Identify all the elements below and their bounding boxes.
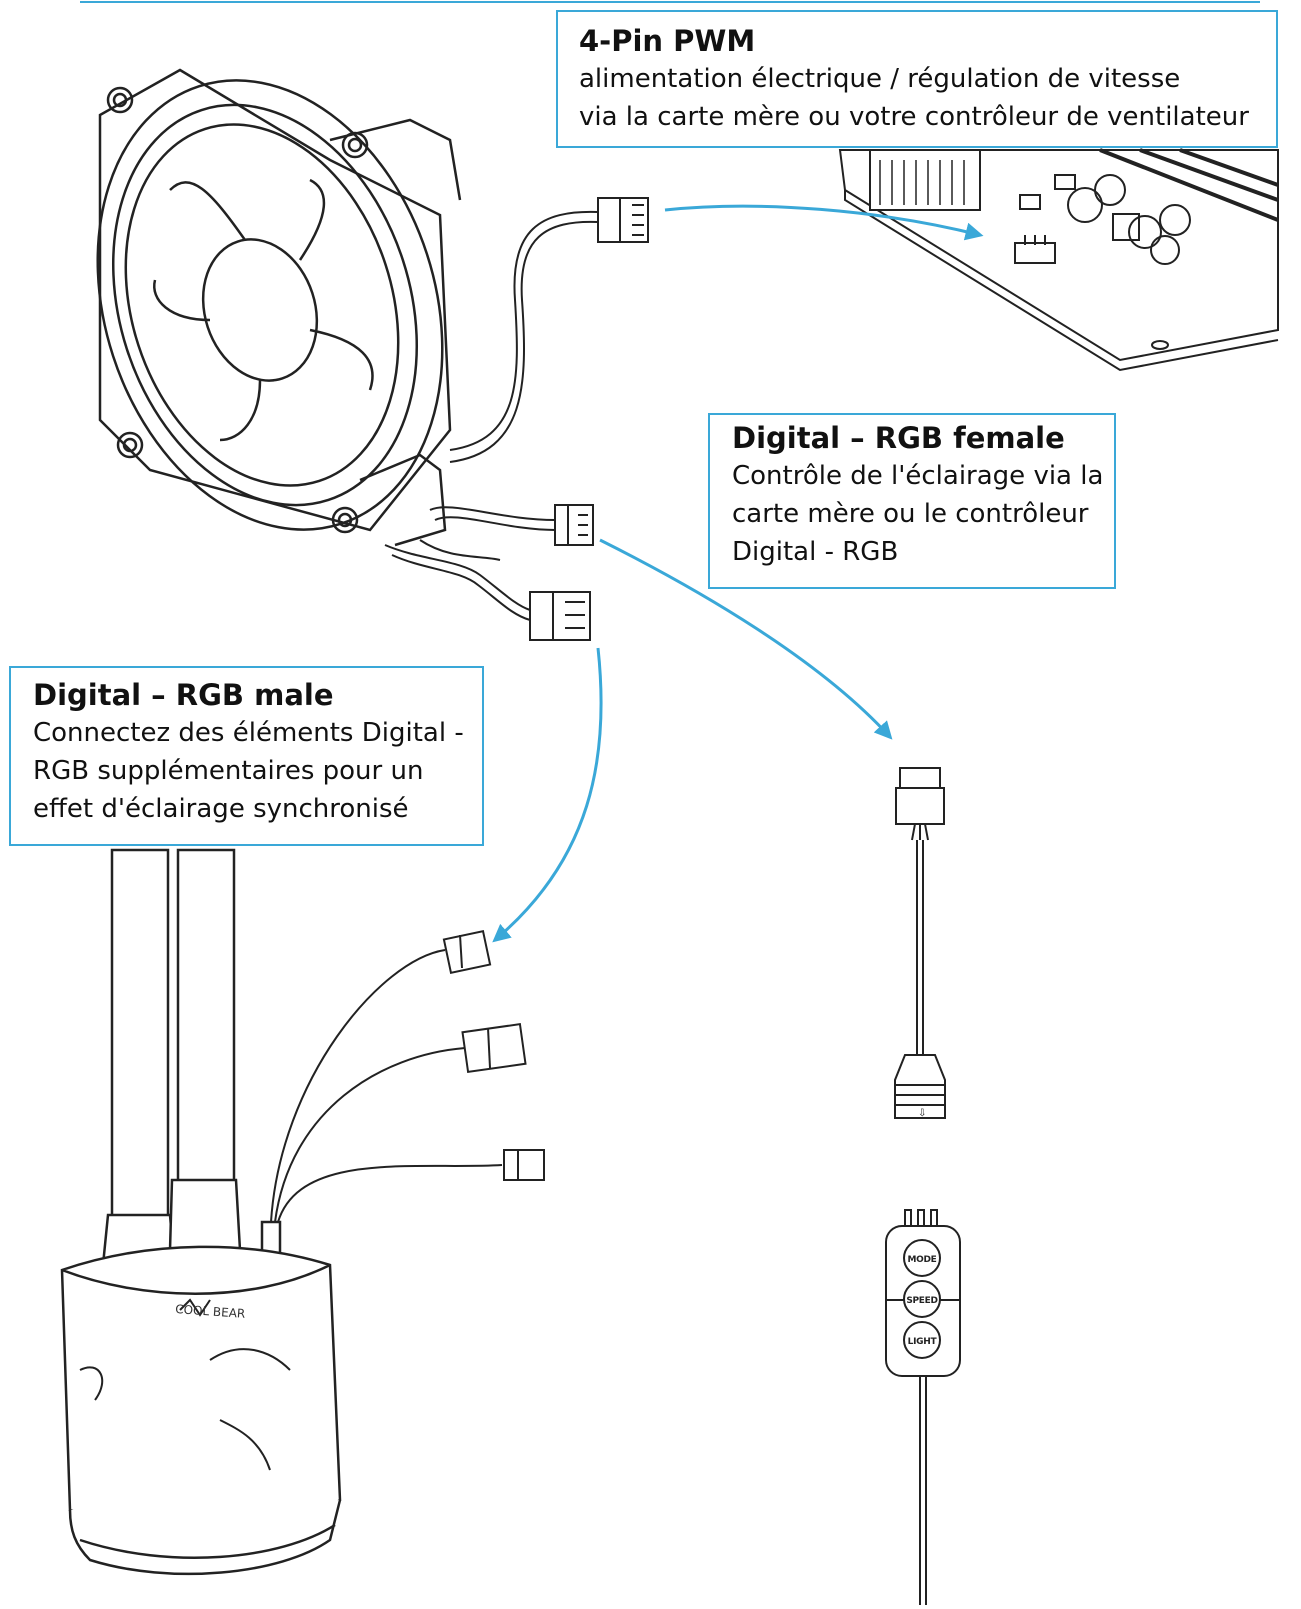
arrow-pwm-to-motherboard [664,204,984,241]
arrow-female-to-adapter [599,538,893,740]
controller-mode-button: MODE [907,1255,936,1265]
callout-female-line-2: carte mère ou le contrôleur [732,499,1089,529]
svg-text:COOL BEAR: COOL BEAR [175,1302,246,1321]
fan-pwm-plug [597,197,649,243]
pump-cables [270,949,503,1223]
rgb-adapter-cable: ⇩ [894,767,946,1119]
callout-female-line-3: Digital - RGB [732,537,899,567]
fan-rgb-male-plug [529,591,591,641]
callout-male-line-1: Connectez des éléments Digital - [33,718,464,748]
callout-pwm-line-1: alimentation électrique / régulation de … [579,64,1181,94]
pump-rgb-plug [442,930,492,974]
motherboard-illustration [838,148,1279,372]
arrow-male-to-pump [492,647,603,943]
callout-pwm-line-2: via la carte mère ou votre contrôleur de… [579,102,1249,132]
callout-pwm-title: 4-Pin PWM [579,24,756,58]
callout-female-title: Digital – RGB female [732,421,1065,455]
controller-light-button: LIGHT [908,1337,938,1347]
rgb-controller [885,1209,961,1605]
callout-male-line-2: RGB supplémentaires pour un [33,756,424,786]
connection-arrows [492,204,984,943]
callout-digital-rgb-female: Digital – RGB female Contrôle de l'éclai… [708,413,1116,589]
fan-rgb-female-plug [554,504,594,546]
callout-digital-rgb-male: Digital – RGB male Connectez des élément… [9,666,484,846]
fan-cables [384,210,599,621]
callout-female-line-1: Contrôle de l'éclairage via la [732,461,1104,491]
callout-male-title: Digital – RGB male [33,678,334,712]
pump-small-plug [503,1149,545,1181]
svg-text:⇩: ⇩ [918,1108,926,1119]
controller-speed-button: SPEED [906,1296,937,1306]
callout-4pin-pwm: 4-Pin PWM alimentation électrique / régu… [556,10,1278,148]
pump-pwm-plug [461,1023,527,1073]
callout-male-line-3: effet d'éclairage synchronisé [33,794,409,824]
pump-illustration: COOL BEAR [60,848,342,1576]
fan-illustration [96,68,462,547]
